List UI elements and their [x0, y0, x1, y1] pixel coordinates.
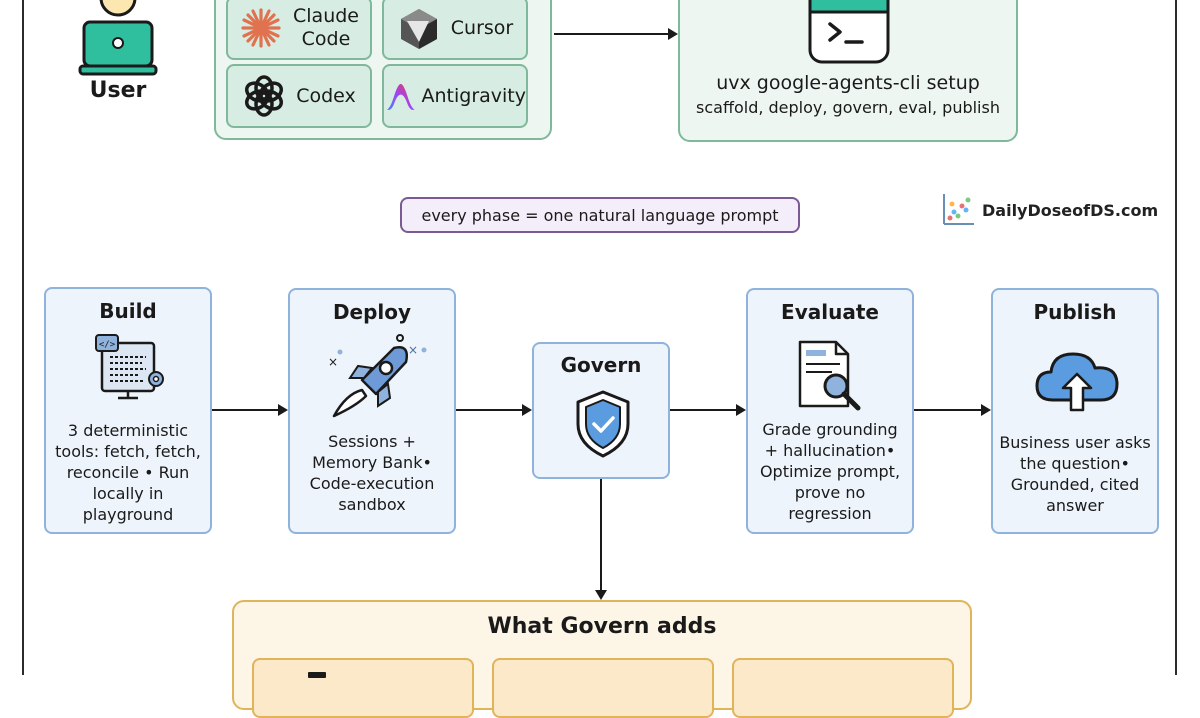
cli-command: uvx google-agents-cli setup — [716, 72, 980, 94]
tool-cursor: Cursor — [382, 0, 528, 60]
cli-subtitle: scaffold, deploy, govern, eval, publish — [696, 98, 1000, 117]
antigravity-icon — [387, 83, 415, 110]
phase-desc-deploy: Sessions + Memory Bank• Code-execution s… — [309, 432, 435, 514]
code-screen-icon: </> — [95, 334, 164, 400]
tool-codex: Codex — [226, 64, 372, 128]
brand-text: DailyDoseofDS.com — [982, 200, 1159, 220]
rocket-icon: × × — [328, 334, 427, 418]
user-figure — [76, 0, 160, 80]
phase-card-govern: Govern — [532, 342, 670, 479]
tool-codex-label: Codex — [296, 84, 356, 107]
govern-adds-item-1 — [252, 658, 474, 718]
arrow-deploy-to-govern — [456, 404, 532, 416]
phase-card-deploy: Deploy × × Sessions + Memory Bank• Code-… — [288, 288, 456, 534]
govern-adds-item-2 — [492, 658, 714, 718]
tool-claude-line1: Claude — [293, 5, 359, 27]
arrow-build-to-deploy — [212, 404, 288, 416]
tool-cursor-label: Cursor — [450, 16, 514, 39]
phase-title-build: Build — [99, 299, 157, 323]
phase-card-build: Build </> 3 deterministic tools: fetch, … — [44, 287, 212, 534]
phase-desc-publish: Business user asks the question• Grounde… — [999, 433, 1151, 515]
cli-setup-box: uvx google-agents-cli setup scaffold, de… — [678, 0, 1018, 142]
tool-claude-line2: Code — [301, 28, 351, 50]
phase-title-deploy: Deploy — [332, 300, 412, 324]
brand: DailyDoseofDS.com — [940, 192, 1158, 228]
prompt-pill: every phase = one natural language promp… — [400, 197, 800, 233]
frame-left-border — [22, 0, 24, 675]
phase-card-publish: Publish Business user asks the question•… — [991, 288, 1159, 534]
openai-icon — [245, 75, 284, 117]
govern-adds-item-1-icon — [308, 672, 326, 678]
arrow-govern-to-adds — [595, 479, 607, 600]
tool-antigravity-label: Antigravity — [421, 84, 527, 107]
svg-text:×: × — [408, 343, 418, 357]
frame-right-border — [1175, 0, 1177, 675]
cloud-upload-icon — [1035, 352, 1119, 412]
phase-title-govern: Govern — [560, 353, 642, 377]
phase-desc-evaluate: Grade grounding + hallucination• Optimiz… — [759, 420, 901, 523]
terminal-icon — [808, 0, 890, 64]
phase-desc-build: 3 deterministic tools: fetch, fetch, rec… — [55, 421, 201, 524]
tool-claude-code: Claude Code — [226, 0, 372, 60]
svg-text:×: × — [328, 355, 338, 369]
shield-check-icon — [576, 390, 630, 458]
user-label: User — [89, 78, 147, 103]
govern-adds-title: What Govern adds — [487, 614, 717, 639]
coding-agents-box: Claude Code Cursor Codex — [214, 0, 552, 140]
phase-card-evaluate: Evaluate Grade grounding + hallucination… — [746, 288, 914, 534]
arrow-evaluate-to-publish — [914, 404, 991, 416]
document-search-icon — [798, 340, 861, 411]
phase-title-publish: Publish — [1033, 300, 1117, 324]
govern-adds-item-3 — [732, 658, 954, 718]
claude-icon — [241, 8, 281, 48]
user-icon — [78, 0, 158, 76]
govern-adds-box: What Govern adds — [232, 600, 972, 718]
phase-title-evaluate: Evaluate — [781, 300, 879, 324]
tool-antigravity: Antigravity — [382, 64, 528, 128]
tool-claude-code-label: Claude Code — [293, 5, 359, 51]
cursor-icon — [400, 9, 437, 49]
arrow-govern-to-evaluate — [670, 404, 746, 416]
svg-text:</>: </> — [99, 340, 116, 350]
arrow-tools-to-cli — [554, 28, 678, 40]
scatter-logo-icon — [943, 194, 974, 225]
